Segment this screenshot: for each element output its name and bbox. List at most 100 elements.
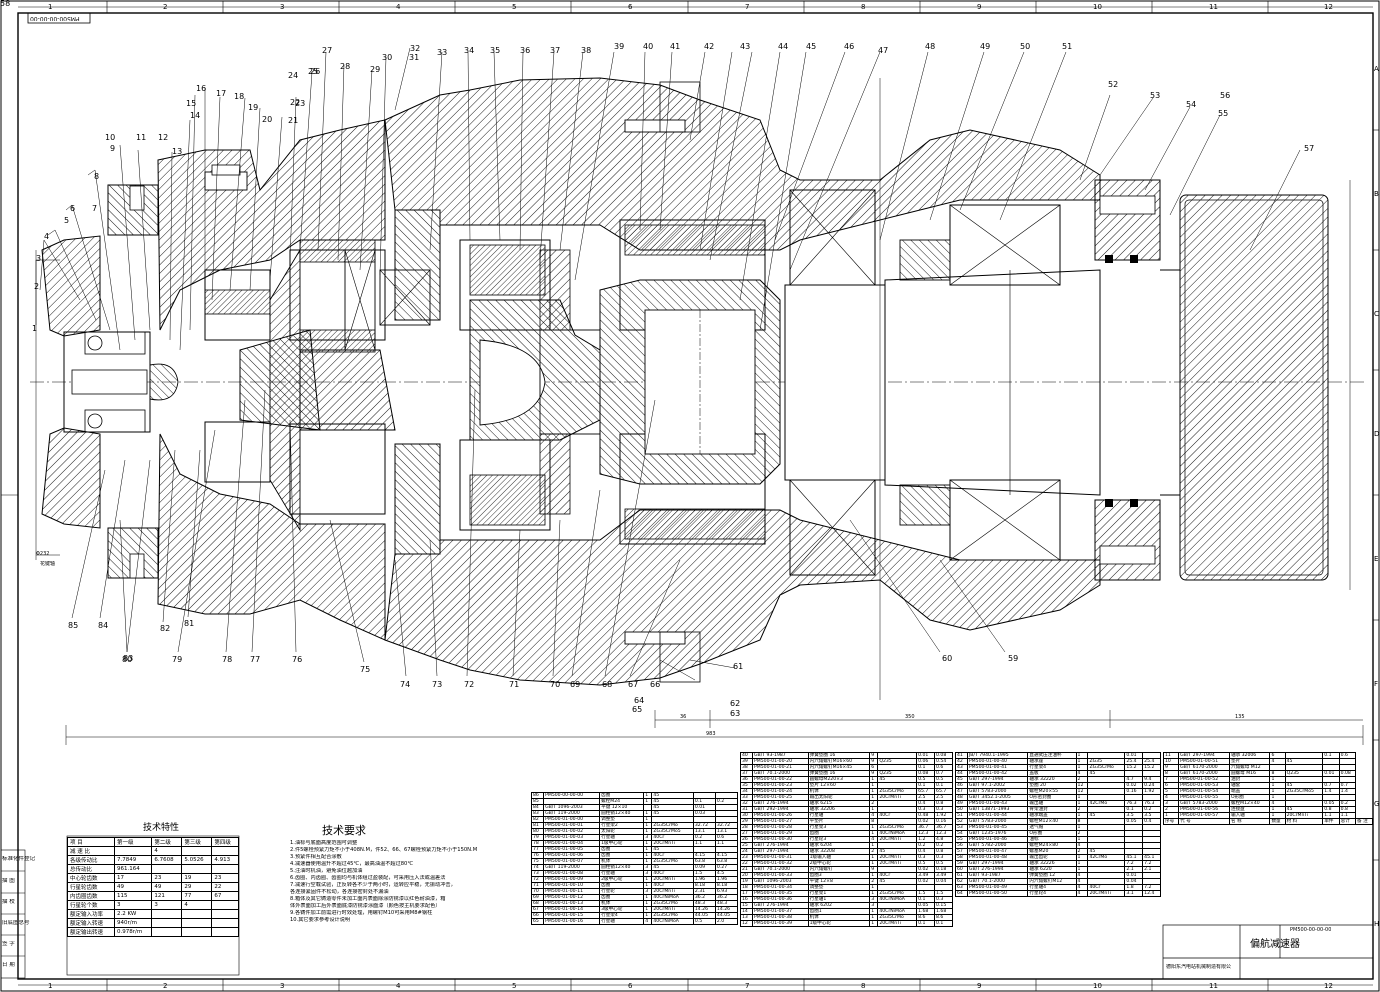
balloon-label: 45 bbox=[806, 42, 817, 51]
balloon-label: 77 bbox=[250, 655, 261, 664]
table-cell bbox=[151, 909, 183, 919]
table-cell bbox=[181, 846, 213, 856]
drawing-frame bbox=[17, 12, 1374, 980]
requirement-line: 8.箱体及其它铸造零件未加工面内表面除涂防锈漆以红色耐油漆，箱 bbox=[290, 896, 446, 902]
zone-letter: H bbox=[1374, 920, 1380, 928]
table-cell: 23 bbox=[151, 873, 183, 883]
output-shaft bbox=[884, 269, 1101, 496]
zone-number: 3 bbox=[280, 3, 285, 11]
table-cell bbox=[181, 918, 213, 928]
requirement-line: 各连接紧固件不松动，各连接密封处不漏油 bbox=[290, 889, 389, 895]
balloon-label: 10 bbox=[105, 133, 116, 142]
table-cell: 减 速 比 bbox=[66, 846, 116, 856]
zone-number: 8 bbox=[861, 982, 866, 990]
zone-number: 12 bbox=[1324, 3, 1333, 11]
table-header-cell: 第三级 bbox=[181, 837, 213, 847]
bom-cell: 20CrMnTi bbox=[877, 920, 918, 927]
zone-number: 6 bbox=[628, 982, 633, 990]
balloon-label: 31 bbox=[409, 53, 420, 62]
balloon-label: 84 bbox=[98, 621, 109, 630]
balloon-label: 24 bbox=[288, 71, 299, 80]
balloon-label: 28 bbox=[340, 62, 351, 71]
balloon-label: 13 bbox=[172, 147, 183, 156]
revision-label: 签 字 bbox=[2, 941, 15, 947]
stage1-housing-lower bbox=[157, 433, 386, 641]
zone-number: 11 bbox=[1209, 3, 1218, 11]
balloon-label: 7 bbox=[92, 204, 98, 213]
bom-cell: 3.1 bbox=[1124, 890, 1144, 897]
requirement-line: 6.齿圈、内齿圈、齿圈均与机体组过盈装配，可采用压入法或温差法 bbox=[290, 875, 446, 881]
balloon-label: 47 bbox=[878, 46, 889, 55]
balloon-label: 34 bbox=[464, 46, 475, 55]
balloon-label: 15 bbox=[186, 99, 197, 108]
balloon-label: 76 bbox=[292, 655, 303, 664]
balloon-label: 64 bbox=[634, 696, 645, 705]
balloon-label: 49 bbox=[980, 42, 991, 51]
table-cell: 内齿圈齿数 bbox=[66, 891, 116, 901]
balloon-label: 3 bbox=[36, 254, 42, 263]
zone-number: 5 bbox=[512, 982, 517, 990]
bom-cell: 行星轴 bbox=[599, 918, 645, 925]
bom-header-cell: 代 号 bbox=[1178, 818, 1230, 825]
balloon-label: 14 bbox=[190, 111, 201, 120]
balloon-label: 16 bbox=[196, 84, 207, 93]
bom-cell: 4 bbox=[1075, 890, 1089, 897]
balloon-label: 19 bbox=[248, 103, 259, 112]
balloon-label: 6 bbox=[70, 204, 76, 213]
zone-letter: G bbox=[1374, 800, 1380, 808]
bom-cell: 64 bbox=[955, 890, 968, 897]
bom-header-cell: 单件 bbox=[1322, 818, 1340, 825]
table-header-cell: 第四级 bbox=[211, 837, 239, 847]
table-cell: 49 bbox=[114, 882, 153, 892]
balloon-label: 2 bbox=[34, 282, 40, 291]
balloon-label: 57 bbox=[1304, 144, 1315, 153]
bom-cell: 0.5 bbox=[692, 918, 716, 925]
rotated-drawing-number-box bbox=[27, 12, 91, 24]
zone-number: 9 bbox=[977, 3, 982, 11]
bom-cell: 12 bbox=[740, 920, 753, 927]
table-header-cell: 项 目 bbox=[66, 837, 116, 847]
revision-label: 标准化件登记 bbox=[2, 856, 36, 862]
table-cell: 各级传动比 bbox=[66, 855, 116, 865]
balloon-label: 72 bbox=[464, 680, 475, 689]
table-cell: 7.7849 bbox=[114, 855, 153, 865]
title-block-frame bbox=[1162, 924, 1374, 980]
dim-d3: 135 bbox=[1235, 714, 1245, 720]
balloon-label: 82 bbox=[160, 624, 171, 633]
balloon-label: 81 bbox=[184, 619, 195, 628]
balloon-label: 55 bbox=[1218, 109, 1229, 118]
table-cell bbox=[114, 846, 153, 856]
table-cell bbox=[181, 909, 213, 919]
balloon-label: 17 bbox=[216, 89, 227, 98]
bom-header-cell: 序号 bbox=[1162, 818, 1180, 825]
balloon-label: 38 bbox=[581, 46, 592, 55]
bom-cell: 20CrMnTi bbox=[1087, 890, 1126, 897]
dim-d1: 36 bbox=[680, 714, 687, 720]
revision-label: 旧底图总号 bbox=[2, 920, 30, 926]
table-row: 项 目第一级第二级第三级第四级 bbox=[66, 837, 239, 847]
zone-number: 10 bbox=[1093, 3, 1102, 11]
balloon-label: 26 bbox=[310, 67, 321, 76]
zone-number: 4 bbox=[396, 982, 401, 990]
table-cell: 3 bbox=[151, 900, 183, 910]
rotated-drawing-number: PM500-00-00-00 bbox=[30, 15, 80, 21]
zone-number: 3 bbox=[280, 982, 285, 990]
table-header-cell: 第一级 bbox=[114, 837, 153, 847]
table-cell: 22 bbox=[211, 882, 239, 892]
input-flange-lower bbox=[41, 427, 101, 529]
